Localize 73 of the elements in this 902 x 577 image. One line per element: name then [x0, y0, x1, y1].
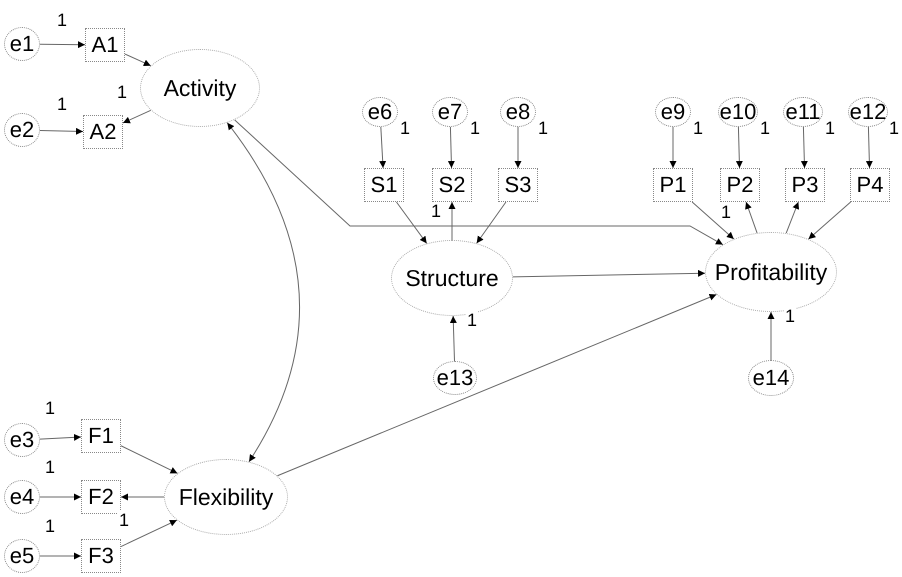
edge-label: 1 — [720, 203, 732, 221]
covariance-arrow — [226, 122, 300, 462]
path-arrow — [120, 494, 164, 500]
edge-label: 1 — [116, 83, 128, 101]
edge-label: 1 — [44, 399, 56, 417]
edge-label: 1 — [118, 511, 130, 529]
path-arrow — [396, 202, 428, 244]
path-arrow — [670, 126, 676, 168]
error-term-ellipse: e8 — [500, 97, 536, 127]
edge-label: 1 — [56, 95, 68, 113]
path-arrow — [450, 316, 457, 362]
path-arrow — [276, 294, 717, 476]
path-arrow — [512, 270, 706, 278]
edge-label: 1 — [430, 202, 442, 220]
path-arrow — [120, 520, 178, 548]
edge-label: 1 — [692, 119, 704, 137]
path-arrow — [40, 494, 82, 500]
error-term-ellipse: e9 — [655, 97, 691, 127]
path-arrow — [40, 41, 86, 48]
edge-label: 1 — [56, 11, 68, 29]
error-term-ellipse: e7 — [432, 97, 468, 127]
indicator-box: S3 — [498, 168, 538, 202]
edge-label: 1 — [824, 119, 836, 137]
path-arrow — [476, 202, 506, 244]
edge-label: 1 — [469, 119, 481, 137]
error-term-ellipse: e13 — [433, 361, 477, 395]
error-term-ellipse: e6 — [362, 97, 398, 127]
path-arrow — [866, 126, 873, 168]
indicator-box: P3 — [785, 168, 825, 202]
path-arrow — [786, 202, 800, 234]
path-arrow — [448, 126, 455, 168]
error-term-ellipse: e1 — [4, 27, 40, 61]
path-arrow — [39, 434, 82, 441]
edge-label: 1 — [888, 119, 900, 137]
error-term-ellipse: e14 — [748, 360, 794, 396]
path-arrow — [692, 202, 734, 240]
indicator-box: A2 — [83, 115, 123, 149]
error-term-ellipse: e10 — [718, 97, 758, 127]
error-term-ellipse: e5 — [4, 539, 40, 573]
error-term-ellipse: e2 — [4, 113, 40, 147]
error-term-ellipse: e4 — [4, 480, 40, 514]
indicator-box: S1 — [364, 168, 404, 202]
indicator-box: P4 — [850, 168, 890, 202]
indicator-box: P1 — [653, 168, 693, 202]
edge-label: 1 — [466, 311, 478, 329]
latent-variable-ellipse: Activity — [140, 49, 260, 127]
edge-label: 1 — [44, 458, 56, 476]
path-arrow — [736, 126, 743, 168]
latent-variable-ellipse: Flexibility — [164, 459, 288, 535]
path-arrow — [124, 54, 152, 66]
path-arrow — [448, 202, 456, 240]
path-arrow — [745, 202, 758, 234]
indicator-box: F3 — [81, 539, 121, 573]
edge-label: 1 — [44, 517, 56, 535]
path-arrow — [234, 119, 724, 246]
edge-label: 1 — [399, 119, 411, 137]
path-arrow — [40, 128, 84, 135]
edge-label: 1 — [537, 119, 549, 137]
path-arrow — [40, 552, 82, 560]
error-term-ellipse: e3 — [4, 423, 40, 457]
path-arrow — [120, 445, 178, 474]
path-arrow — [768, 312, 774, 360]
indicator-box: F1 — [81, 419, 121, 453]
edge-label: 1 — [759, 119, 771, 137]
path-arrow — [379, 126, 386, 168]
path-arrow — [800, 126, 808, 168]
error-term-ellipse: e11 — [783, 97, 823, 127]
path-arrow — [514, 126, 522, 168]
edge-label: 1 — [784, 307, 796, 325]
indicator-box: A1 — [85, 28, 125, 62]
indicator-box: P2 — [720, 168, 760, 202]
path-arrow — [808, 202, 852, 240]
path-arrow — [122, 110, 152, 124]
